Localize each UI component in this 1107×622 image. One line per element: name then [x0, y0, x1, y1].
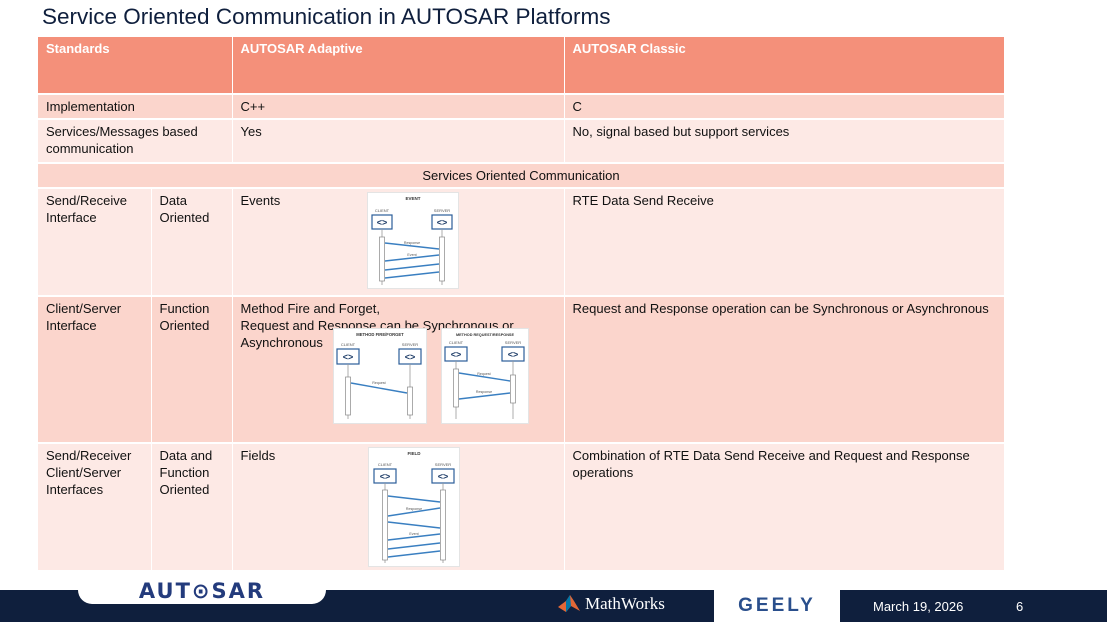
comparison-table: Standards AUTOSAR Adaptive AUTOSAR Class… — [38, 37, 1005, 572]
adaptive-cell: Fields FIELD CLIENT SERVER <> <> — [232, 443, 565, 572]
adaptive-value: Fields — [240, 448, 276, 463]
client-node-icon: <> — [443, 346, 468, 362]
interface-name: Send/Receiver Client/Server Interfaces — [38, 443, 152, 572]
mathworks-membrane-icon — [558, 595, 580, 612]
client-node-icon: <> — [335, 348, 360, 365]
arrow-label: Request — [477, 372, 490, 376]
table-header-row: Standards AUTOSAR Adaptive AUTOSAR Class… — [38, 37, 1005, 95]
row-label: Implementation — [38, 94, 233, 120]
server-label: SERVER — [433, 208, 449, 213]
event-diagram: EVENT CLIENT SERVER <> <> Response Event — [366, 192, 459, 289]
adaptive-cell: Method Fire and Forget, Request and Resp… — [232, 296, 565, 444]
svg-text:<>: <> — [404, 352, 415, 362]
request-response-diagram: METHOD REQUEST/RESPONSE CLIENT SERVER <>… — [440, 328, 529, 424]
table-row: Implementation C++ C — [38, 94, 1005, 120]
svg-text:<>: <> — [342, 352, 353, 362]
classic-value: Request and Response operation can be Sy… — [564, 296, 1005, 444]
diagram-title: EVENT — [405, 196, 420, 201]
classic-value: RTE Data Send Receive — [564, 188, 1005, 297]
arrow-label: Request — [372, 381, 385, 385]
row-label: Services/Messages based communication — [38, 119, 233, 164]
classic-value: No, signal based but support services — [564, 119, 1005, 164]
diagram-title: METHOD FIRE/FORGET — [356, 332, 404, 337]
adaptive-line: Asynchronous — [240, 335, 323, 350]
orientation: Data Oriented — [151, 188, 233, 297]
header-adaptive: AUTOSAR Adaptive — [232, 37, 565, 95]
adaptive-cell: Events EVENT CLIENT SERVER <> <> Respons… — [232, 188, 565, 297]
geely-logo: GEELY — [738, 595, 816, 616]
client-node-icon: <> — [372, 468, 397, 484]
client-label: CLIENT — [377, 462, 392, 467]
autosar-logo: AUT⊙SAR — [138, 579, 266, 603]
server-label: SERVER — [504, 340, 520, 345]
header-classic: AUTOSAR Classic — [564, 37, 1005, 95]
svg-text:<>: <> — [376, 218, 387, 228]
slide-title: Service Oriented Communication in AUTOSA… — [42, 4, 611, 29]
diagram-title: FIELD — [407, 451, 421, 456]
svg-text:<>: <> — [437, 472, 448, 482]
arrow-label: Response — [475, 390, 491, 394]
adaptive-line: Method Fire and Forget, — [240, 301, 380, 316]
classic-value: C — [564, 94, 1005, 120]
server-label: SERVER — [434, 462, 450, 467]
client-label: CLIENT — [374, 208, 389, 213]
autosar-logo-tab: AUT⊙SAR — [78, 578, 326, 604]
page-number: 6 — [1016, 599, 1024, 614]
arrow-label: Event — [409, 532, 418, 536]
geely-logo-box: GEELY — [714, 590, 840, 622]
header-standards: Standards — [38, 37, 233, 95]
table-row: Send/Receiver Client/Server Interfaces D… — [38, 443, 1005, 572]
classic-value: Combination of RTE Data Send Receive and… — [564, 443, 1005, 572]
adaptive-value: Events — [240, 193, 281, 208]
server-node-icon: <> — [397, 348, 422, 365]
arrow-label: Event — [407, 253, 416, 257]
svg-text:<>: <> — [436, 218, 447, 228]
adaptive-value: C++ — [232, 94, 565, 120]
svg-text:<>: <> — [507, 350, 518, 360]
client-label: CLIENT — [340, 342, 355, 347]
client-node-icon: <> — [370, 214, 393, 230]
orientation: Data and Function Oriented — [151, 443, 233, 572]
client-label: CLIENT — [448, 340, 463, 345]
server-node-icon: <> — [430, 214, 453, 230]
mathworks-wordmark: MathWorks — [585, 594, 665, 613]
arrow-label: Response — [403, 241, 419, 245]
adaptive-value: Yes — [232, 119, 565, 164]
orientation: Function Oriented — [151, 296, 233, 444]
footer-date: March 19, 2026 — [873, 599, 964, 614]
server-node-icon: <> — [500, 346, 525, 362]
server-label: SERVER — [401, 342, 417, 347]
interface-name: Send/Receive Interface — [38, 188, 152, 297]
mathworks-logo: MathWorks — [557, 594, 665, 614]
diagram-title: METHOD REQUEST/RESPONSE — [456, 333, 514, 337]
server-node-icon: <> — [430, 468, 455, 484]
table-row: Services/Messages based communication Ye… — [38, 119, 1005, 164]
section-row: Services Oriented Communication — [38, 163, 1005, 189]
field-diagram: FIELD CLIENT SERVER <> <> Response — [367, 447, 460, 567]
svg-text:<>: <> — [379, 472, 390, 482]
fire-forget-diagram: METHOD FIRE/FORGET CLIENT SERVER <> <> R… — [332, 328, 427, 424]
section-title: Services Oriented Communication — [38, 163, 1005, 189]
svg-text:<>: <> — [450, 350, 461, 360]
table-row: Send/Receive Interface Data Oriented Eve… — [38, 188, 1005, 297]
arrow-label: Response — [405, 507, 421, 511]
table-row: Client/Server Interface Function Oriente… — [38, 296, 1005, 444]
interface-name: Client/Server Interface — [38, 296, 152, 444]
